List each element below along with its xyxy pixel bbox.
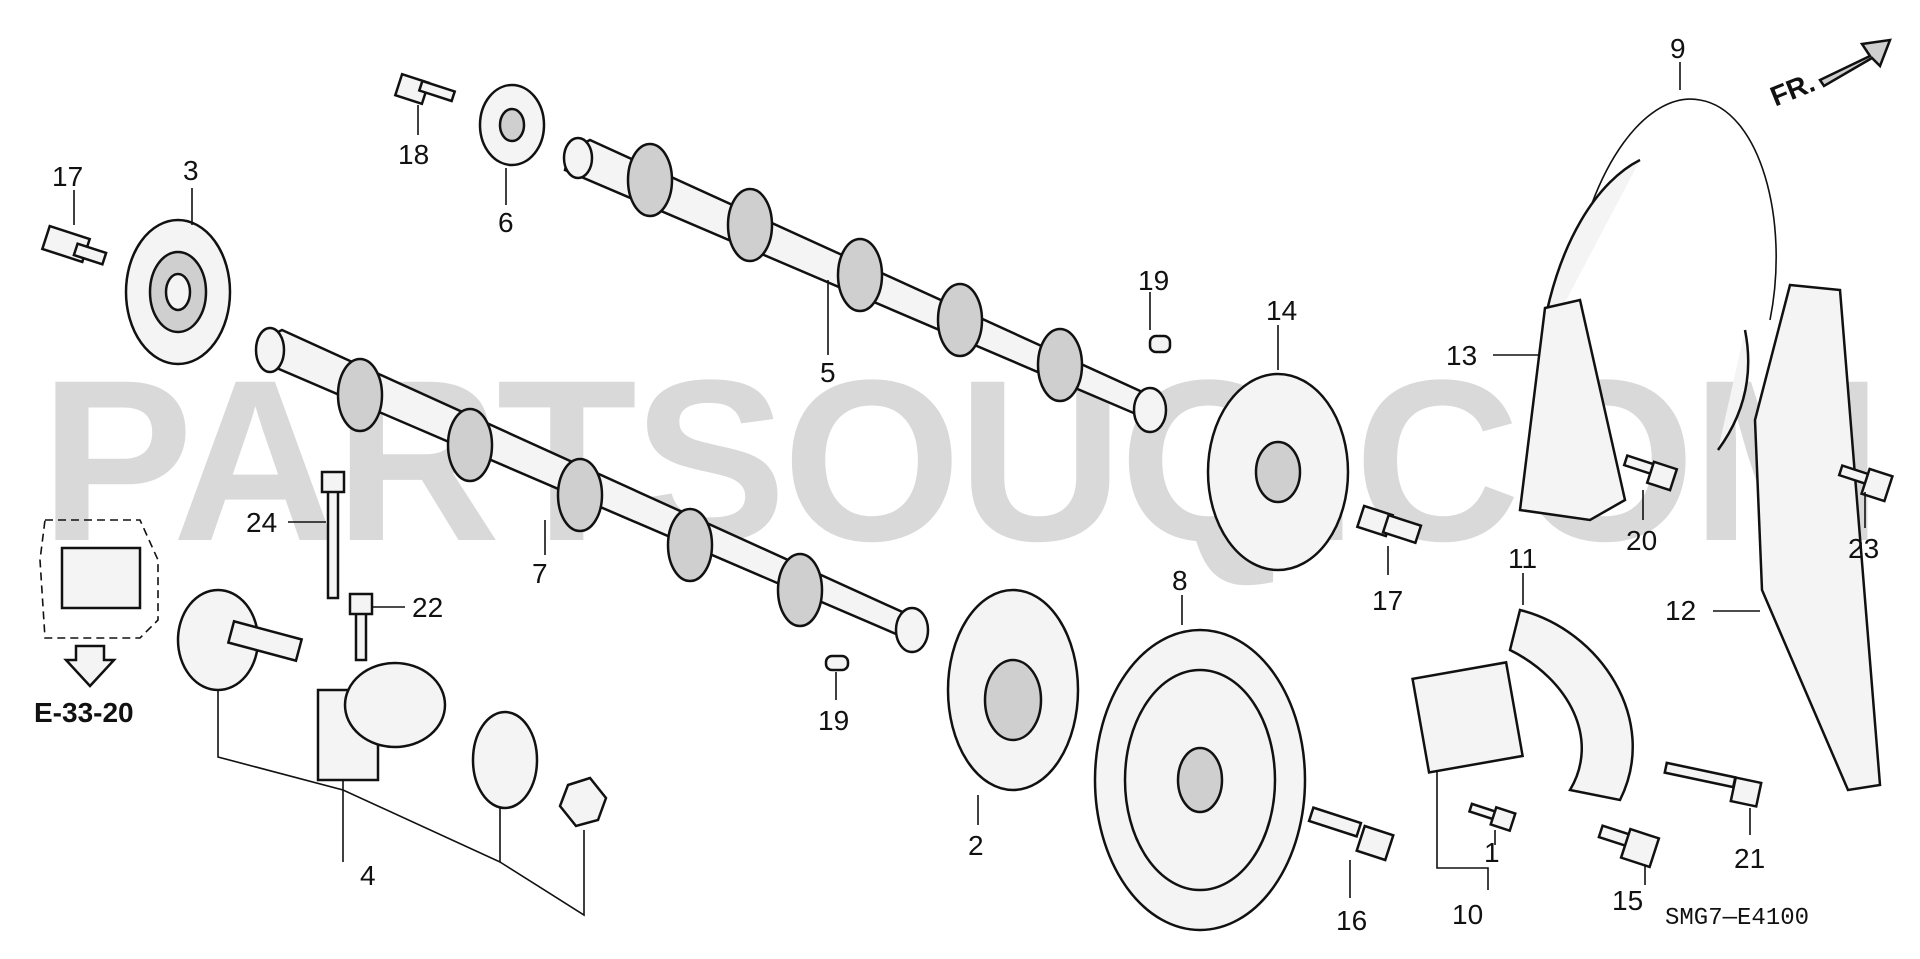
part-12-chain-guide-long[interactable] [1753,283,1882,792]
part-23-bolt[interactable] [1837,464,1895,503]
callout-10: 10 [1452,899,1483,930]
callout-17-upper-left: 17 [52,161,83,192]
callout-17-right: 17 [1372,585,1403,616]
diagram-reference-code: SMG7—E4100 [1665,905,1809,932]
part-4-housing[interactable] [176,588,608,828]
callout-16: 16 [1336,905,1367,936]
callout-1: 1 [1484,837,1500,868]
part-6-plate[interactable] [478,83,546,167]
callout-11: 11 [1508,543,1537,574]
part-3-gear[interactable] [124,218,232,366]
part-1-bolt[interactable] [1467,802,1517,833]
reference-e-33-20[interactable]: E-33-20 [34,519,159,728]
part-22-bolt[interactable] [348,592,374,662]
callout-21: 21 [1734,843,1765,874]
callout-7: 7 [532,558,548,589]
part-19-key-upper[interactable] [1148,334,1172,354]
callout-18: 18 [398,139,429,170]
callout-15: 15 [1612,885,1643,916]
callout-23: 23 [1848,533,1879,564]
part-16-bolt[interactable] [1307,806,1395,862]
part-21-bolt[interactable] [1663,761,1763,808]
callout-9: 9 [1670,33,1686,64]
leader-lines [73,62,1866,917]
part-15-bolt[interactable] [1597,824,1661,869]
part-24-bolt[interactable] [320,470,346,600]
part-18-bolt[interactable] [393,72,457,106]
tensioner-body[interactable] [1411,660,1525,774]
callout-13: 13 [1446,340,1477,371]
callout-12: 12 [1665,595,1696,626]
callout-4: 4 [360,860,376,891]
callout-3: 3 [183,155,199,186]
callout-14: 14 [1266,295,1297,326]
callout-19-upper: 19 [1138,265,1169,296]
part-14-gear[interactable] [1206,372,1350,572]
callout-numbers: 17 3 18 6 5 19 14 17 8 2 19 16 7 24 22 4… [52,33,1879,936]
part-5-camshaft-upper[interactable] [562,136,1168,434]
part-8-sprocket[interactable] [1093,628,1307,932]
callout-20: 20 [1626,525,1657,556]
part-11-tensioner-arm[interactable] [1508,608,1634,802]
part-7-camshaft-lower[interactable] [254,326,930,654]
part-13-chain-guide[interactable] [1518,298,1627,522]
part-2-gear[interactable] [946,588,1080,792]
callout-2: 2 [968,830,984,861]
callout-19-lower: 19 [818,705,849,736]
reference-callout-label: E-33-20 [34,697,134,728]
callout-22: 22 [412,592,443,623]
part-17-bolt-right[interactable] [1355,504,1423,545]
part-20-bolt[interactable] [1622,454,1679,492]
callout-24: 24 [246,507,277,538]
callout-5: 5 [820,357,836,388]
front-direction-label: FR. [1766,67,1819,113]
callout-8: 8 [1172,565,1188,596]
callout-6: 6 [498,207,514,238]
part-17-bolt-upper-left[interactable] [40,224,108,266]
front-direction-arrow: FR. [1766,38,1892,113]
part-19-key-lower[interactable] [824,654,850,672]
